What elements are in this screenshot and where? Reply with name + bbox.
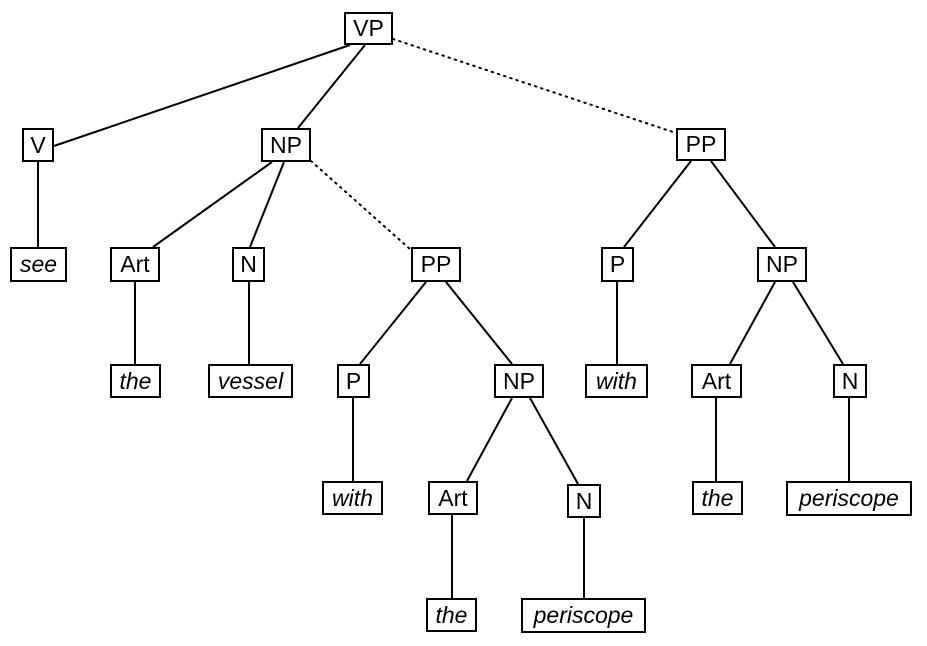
tree-edge-vp-to-pp-right [392, 38, 677, 134]
tree-edge-pp-right-to-np-right [710, 160, 776, 248]
tree-node-v: V [22, 128, 54, 162]
tree-node-n-mid: N [567, 484, 601, 518]
tree-node-with-r: with [585, 364, 648, 398]
tree-node-vessel: vessel [208, 364, 293, 398]
tree-node-np1: NP [261, 128, 311, 162]
tree-edge-vp-to-np1 [297, 44, 366, 129]
tree-node-art-mid: Art [428, 481, 478, 515]
tree-node-n-right: N [833, 364, 867, 398]
tree-edge-np-mid-to-n-mid [529, 397, 579, 485]
tree-node-pp-mid: PP [411, 247, 461, 282]
tree-node-vp: VP [344, 12, 393, 45]
tree-edge-pp-mid-to-p-mid [359, 281, 427, 365]
tree-edge-np1-to-n1 [249, 161, 285, 248]
tree-node-the-r: the [692, 481, 743, 515]
tree-node-with-m: with [322, 481, 383, 515]
tree-node-peri-r: periscope [786, 481, 912, 516]
tree-edge-np1-to-pp-mid [310, 160, 412, 251]
tree-edge-pp-right-to-p-right [623, 160, 692, 248]
tree-node-p-right: P [601, 247, 634, 282]
tree-edge-np-mid-to-art-mid [466, 397, 513, 482]
tree-edge-pp-mid-to-np-mid [445, 281, 513, 365]
tree-edge-np-right-to-n-right [792, 281, 844, 365]
tree-node-the-m: the [426, 598, 477, 632]
tree-node-art1: Art [110, 247, 160, 282]
tree-node-n1: N [232, 247, 265, 282]
tree-node-see: see [10, 247, 67, 282]
tree-node-p-mid: P [337, 364, 370, 398]
tree-node-np-right: NP [757, 247, 807, 282]
tree-node-pp-right: PP [676, 128, 726, 161]
tree-node-art-right: Art [691, 364, 742, 398]
tree-node-peri-m: periscope [521, 598, 646, 633]
tree-edge-np-right-to-art-right [729, 281, 776, 365]
tree-node-np-mid: NP [494, 364, 544, 398]
tree-node-the1: the [110, 364, 161, 398]
tree-edge-np1-to-art1 [152, 161, 273, 248]
